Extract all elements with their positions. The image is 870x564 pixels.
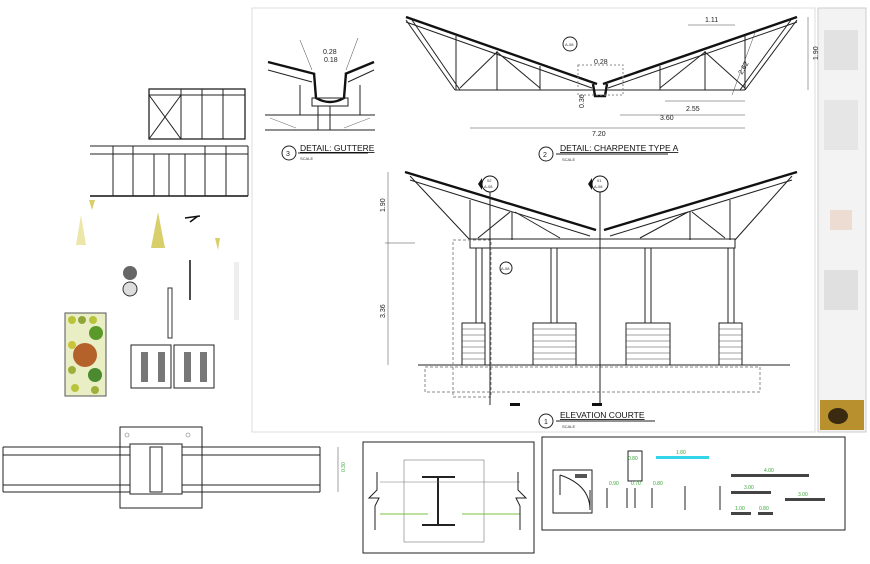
dim-total: 7.20: [592, 131, 606, 138]
dim-roof-height: 1.90: [380, 198, 387, 212]
elevation-number: 1: [544, 419, 548, 426]
legend-dim: 0.80: [628, 456, 638, 462]
dim-gutter: 0.28: [594, 59, 608, 66]
legend-dim: 1.80: [676, 450, 686, 456]
elevation-callout: A-08: [501, 266, 510, 271]
gutter-detail: 0.28 0.18: [265, 37, 375, 131]
detail-2-title: DETAIL: CHARPENTE TYPE A: [560, 143, 679, 153]
dim-half-b: 3.60: [660, 115, 674, 122]
dim-gutter-width: 0.28: [323, 49, 337, 56]
truss-callout-bubble: [562, 36, 578, 52]
legend-dim: 0.90: [609, 481, 619, 487]
legend-dim: 4.00: [764, 468, 774, 474]
legend-dim: 1.00: [735, 506, 745, 512]
truss-callout: A-08: [565, 42, 574, 47]
brick-piers: [461, 322, 743, 366]
detail-number-circle: [281, 145, 297, 161]
section-marker-a: 02 A-08: [478, 175, 499, 193]
legend-dim: 0.70: [631, 481, 641, 487]
planting-bed: [64, 312, 107, 397]
elevation-title: ELEVATION COURTE: [560, 410, 645, 420]
legend-dim: 0.80: [759, 506, 769, 512]
dim-wall-height: 3.36: [380, 304, 387, 318]
truss-detail: [405, 15, 809, 129]
dim-gutter-inner: 0.18: [324, 57, 338, 64]
detail-3-scale: SCALE: [300, 156, 313, 161]
door-legend-panel: [541, 436, 846, 531]
beam-connection-plan: 0.30: [2, 426, 347, 509]
planter-symbol: [123, 266, 137, 280]
svg-text:A-08: A-08: [594, 184, 603, 189]
dim-drop: 0.36: [579, 94, 586, 108]
svg-text:A-08: A-08: [484, 184, 493, 189]
detail-3-number: 3: [286, 151, 290, 158]
detail-3-title: DETAIL: GUTTERE: [300, 143, 375, 153]
sheet-frame: [251, 7, 816, 433]
legend-dim: 3.00: [744, 485, 754, 491]
light-symbols: [76, 200, 220, 250]
detail-2-number: 2: [543, 152, 547, 159]
window-elevations: [90, 88, 249, 197]
section-marker-b: 01 A-08: [588, 175, 609, 193]
dim-height: 1.90: [813, 46, 820, 60]
beam-section-detail: [362, 441, 535, 554]
dim-top: 1.11: [705, 17, 718, 24]
dim-half-a: 2.55: [686, 106, 700, 113]
svg-text:0.30: 0.30: [341, 462, 347, 472]
elevation-drawing: [385, 170, 798, 406]
legend-dim: 0.80: [653, 481, 663, 487]
legend-dim: 3.00: [798, 492, 808, 498]
detail-2-scale: SCALE: [562, 157, 575, 162]
title-block-strip: [817, 7, 867, 433]
stair-plans: [130, 344, 215, 389]
elevation-scale: SCALE: [562, 424, 575, 429]
svg-text:02: 02: [487, 178, 492, 183]
svg-text:01: 01: [597, 178, 602, 183]
